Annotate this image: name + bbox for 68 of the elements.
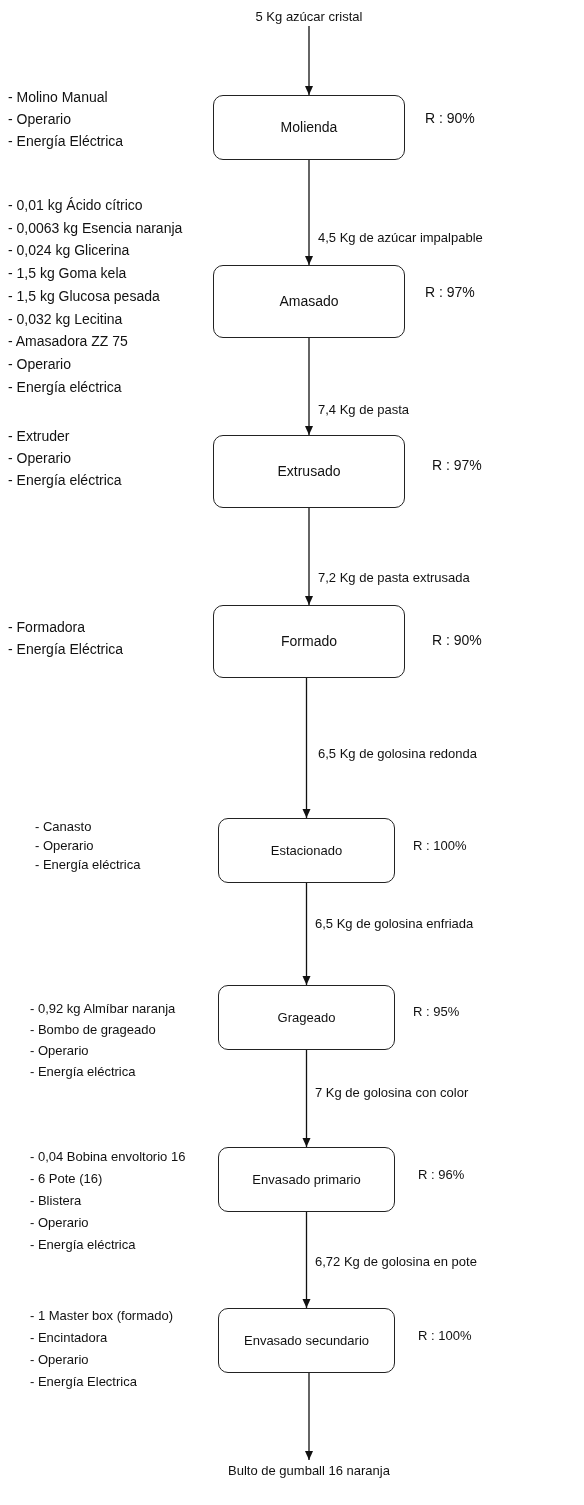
input-item: - 0,024 kg Glicerina [8, 241, 130, 260]
input-item: - Extruder [8, 427, 70, 445]
flow-text: Bulto de gumball 16 naranja [200, 1460, 418, 1480]
input-item: - Energía eléctrica [30, 1063, 136, 1081]
input-item: - Operario [8, 110, 72, 128]
yield-text: R : 100% [413, 837, 467, 855]
process-box [218, 1308, 395, 1373]
yield-text: R : 100% [418, 1327, 472, 1345]
yield-text: R : 97% [432, 456, 482, 474]
yield-text: R : 96% [418, 1166, 465, 1184]
input-item: - 1,5 kg Glucosa pesada [8, 286, 160, 305]
process-box [218, 985, 395, 1050]
input-item: - Blistera [30, 1192, 82, 1210]
yield-text: R : 90% [432, 631, 482, 649]
input-item: - 1 Master box (formado) [30, 1307, 174, 1325]
flow-text: 5 Kg azúcar cristal [215, 6, 403, 26]
input-item: - Energía Eléctrica [8, 640, 124, 658]
process-label: Envasado primario [252, 1170, 361, 1189]
input-item: - Energía Electrica [30, 1373, 137, 1391]
process-label: Envasado secundario [244, 1331, 369, 1350]
input-item: - Amasadora ZZ 75 [8, 332, 128, 351]
input-item: - Energía eléctrica [8, 377, 122, 396]
process-box [213, 605, 405, 678]
arrow [302, 1211, 311, 1309]
yield-text: R : 95% [413, 1003, 460, 1021]
process-box [213, 95, 405, 160]
input-item: - Bombo de grageado [30, 1021, 156, 1039]
input-item: - Canasto [35, 818, 92, 836]
input-item: - 0,92 kg Almíbar naranja [30, 1000, 176, 1018]
input-item: - Energía eléctrica [30, 1236, 136, 1254]
process-label: Amasado [279, 292, 339, 311]
input-item: - Encintadora [30, 1329, 108, 1347]
input-item: - Operario [8, 449, 72, 467]
yield-text: R : 90% [425, 109, 475, 127]
input-item: - Molino Manual [8, 88, 108, 106]
process-label: Estacionado [270, 841, 343, 860]
arrow [302, 882, 311, 986]
input-item: - 6 Pote (16) [30, 1170, 103, 1188]
input-item: - 1,5 kg Goma kela [8, 264, 127, 283]
arrow [305, 159, 313, 266]
arrow [305, 337, 313, 436]
input-item: - Energía Eléctrica [8, 132, 124, 150]
arrow [305, 507, 313, 606]
input-item: - 0,032 kg Lecitina [8, 309, 123, 328]
process-label: Grageado [277, 1008, 336, 1027]
input-item: - Operario [35, 837, 94, 855]
process-label: Formado [281, 632, 337, 651]
input-item: - Operario [30, 1042, 89, 1060]
input-item: - 0,0063 kg Esencia naranja [8, 218, 183, 237]
arrow [305, 1372, 313, 1461]
arrow [302, 677, 311, 819]
input-item: - Energía eléctrica [8, 471, 122, 489]
input-item: - Energía eléctrica [35, 856, 141, 874]
process-box [213, 435, 405, 508]
process-box [218, 818, 395, 883]
input-item: - Operario [30, 1351, 89, 1369]
process-label: Molienda [280, 118, 338, 137]
input-item: - Operario [30, 1214, 89, 1232]
arrow [305, 25, 313, 96]
yield-text: R : 97% [425, 283, 475, 301]
process-box [213, 265, 405, 338]
process-label: Extrusado [277, 462, 341, 481]
process-box [218, 1147, 395, 1212]
input-item: - 0,04 Bobina envoltorio 16 [30, 1148, 186, 1166]
input-item: - Formadora [8, 618, 86, 636]
input-item: - Operario [8, 354, 72, 373]
arrow [302, 1049, 311, 1148]
input-item: - 0,01 kg Ácido cítrico [8, 196, 143, 214]
